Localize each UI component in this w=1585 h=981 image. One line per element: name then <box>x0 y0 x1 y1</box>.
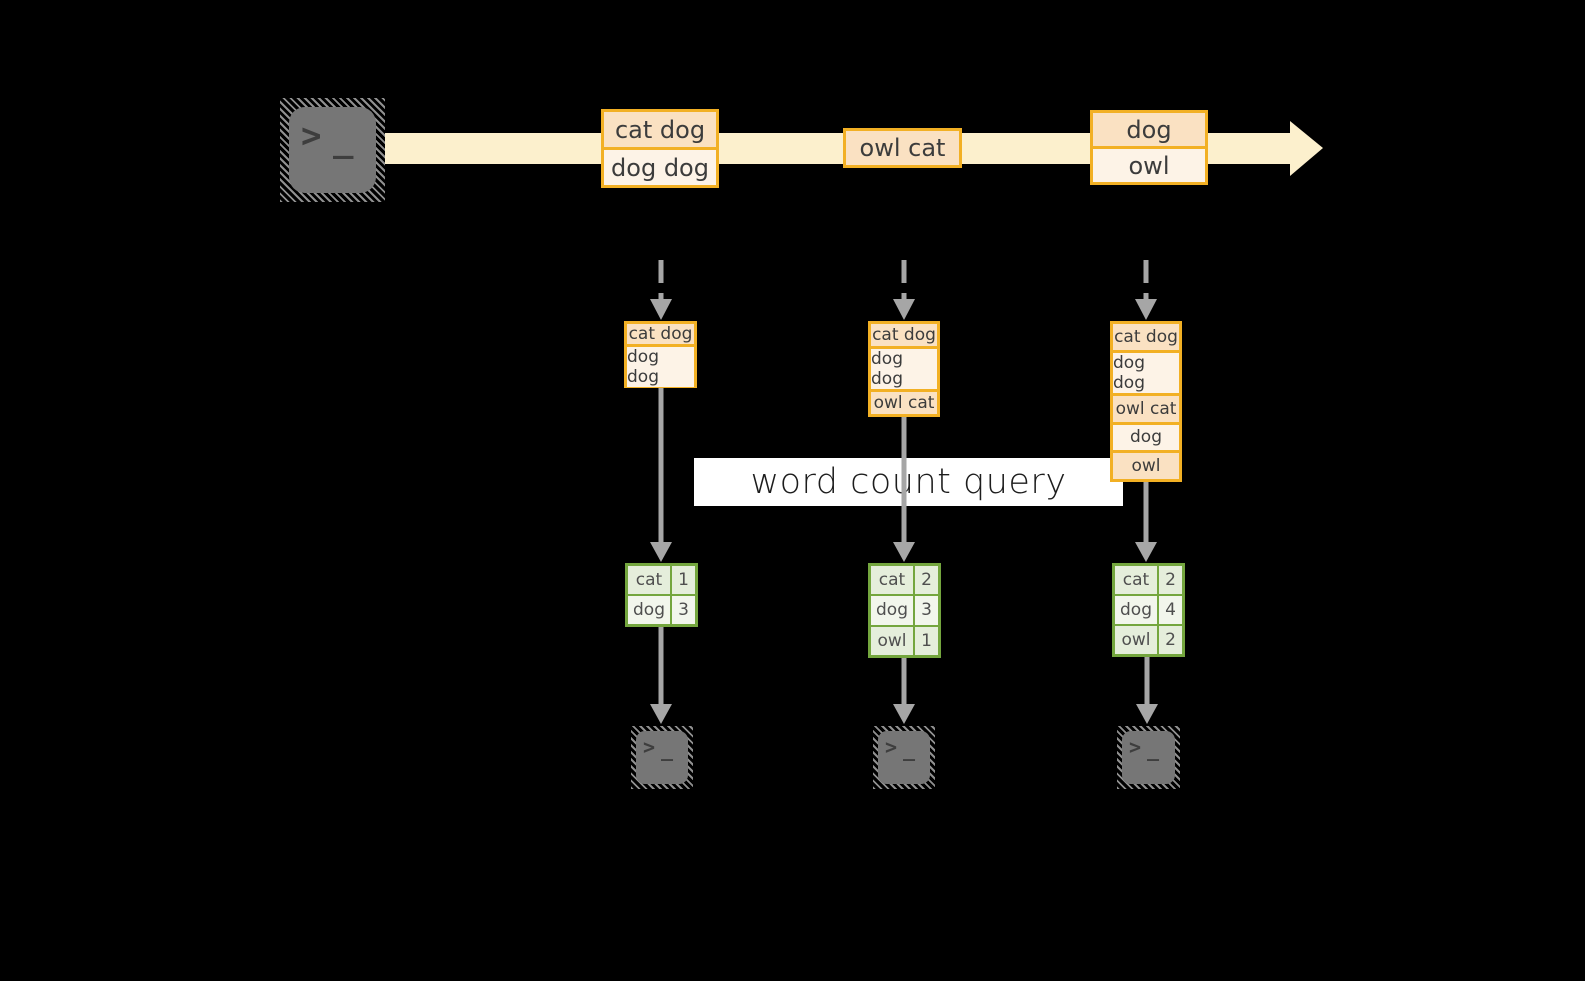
micro-batch-2: cat dog dog dog owl cat <box>868 321 940 417</box>
event-row: owl cat <box>846 131 959 165</box>
terminal-body: > _ <box>636 731 688 784</box>
word-cell: owl <box>1115 626 1157 654</box>
count-cell: 3 <box>915 596 938 625</box>
count-table-3: cat 2 dog 4 owl 2 <box>1112 563 1185 657</box>
batch-to-table-arrowhead-3 <box>1135 542 1157 562</box>
terminal-body: > _ <box>289 107 376 193</box>
word-cell: cat <box>1115 566 1157 594</box>
table-to-terminal-arrowhead-2 <box>893 704 915 724</box>
batch-row: dog dog <box>871 346 937 389</box>
count-cell: 1 <box>672 566 695 594</box>
word-cell: dog <box>1115 596 1157 624</box>
event-box-2: owl cat <box>843 128 962 168</box>
terminal-prompt-chevron: > <box>643 735 656 759</box>
dashed-arrowhead-3 <box>1135 299 1157 320</box>
word-cell: owl <box>871 626 913 655</box>
dashed-arrowhead-2 <box>893 299 915 320</box>
event-box-3: dog owl <box>1090 110 1208 185</box>
terminal-prompt-underscore: _ <box>661 737 674 761</box>
batch-to-table-arrowhead-2 <box>893 542 915 562</box>
count-cell: 2 <box>1159 626 1182 654</box>
micro-batch-3: cat dog dog dog owl cat dog owl <box>1110 321 1182 482</box>
terminal-prompt-chevron: > <box>885 735 898 759</box>
count-cell: 4 <box>1159 596 1182 624</box>
output-terminal-icon-2: > _ <box>873 726 935 789</box>
terminal-body: > _ <box>1122 731 1175 784</box>
event-row: owl <box>1093 146 1205 182</box>
batch-row: dog <box>1113 421 1179 451</box>
count-cell: 3 <box>672 596 695 624</box>
word-count-query-banner: word count query <box>694 458 1123 506</box>
batch-row: dog dog <box>627 344 694 387</box>
table-to-terminal-arrowhead-1 <box>650 704 672 724</box>
output-terminal-icon-1: > _ <box>631 726 693 789</box>
batch-row: owl cat <box>1113 392 1179 422</box>
batch-row: owl cat <box>871 389 937 414</box>
event-row: cat dog <box>604 112 716 147</box>
batch-row: dog dog <box>1113 349 1179 393</box>
word-cell: cat <box>871 566 913 595</box>
count-cell: 2 <box>915 566 938 595</box>
table-to-terminal-arrowhead-3 <box>1136 704 1158 724</box>
count-table-2: cat 2 dog 3 owl 1 <box>868 563 941 658</box>
batch-row: cat dog <box>1113 324 1179 350</box>
terminal-prompt-chevron: > <box>1129 735 1142 759</box>
terminal-body: > _ <box>878 731 930 784</box>
count-cell: 2 <box>1159 566 1182 594</box>
word-cell: dog <box>628 596 670 624</box>
stream-arrowhead <box>1290 121 1323 176</box>
event-row: dog dog <box>604 147 716 185</box>
batch-row: owl <box>1113 450 1179 479</box>
terminal-prompt-chevron: > <box>301 116 322 156</box>
word-cell: cat <box>628 566 670 594</box>
terminal-prompt-underscore: _ <box>333 120 354 160</box>
terminal-prompt-underscore: _ <box>903 737 916 761</box>
dashed-arrowhead-1 <box>650 299 672 320</box>
count-table-1: cat 1 dog 3 <box>625 563 698 627</box>
output-terminal-icon-3: > _ <box>1117 726 1180 789</box>
count-cell: 1 <box>915 626 938 655</box>
event-box-1: cat dog dog dog <box>601 109 719 188</box>
micro-batch-1: cat dog dog dog <box>624 321 697 388</box>
event-row: dog <box>1093 113 1205 146</box>
word-cell: dog <box>871 596 913 625</box>
word-count-query-label: word count query <box>750 462 1067 502</box>
batch-to-table-arrowhead-1 <box>650 542 672 562</box>
terminal-prompt-underscore: _ <box>1147 737 1160 761</box>
source-terminal-icon: > _ <box>280 98 385 202</box>
batch-row: cat dog <box>871 324 937 346</box>
batch-row: cat dog <box>627 324 694 344</box>
